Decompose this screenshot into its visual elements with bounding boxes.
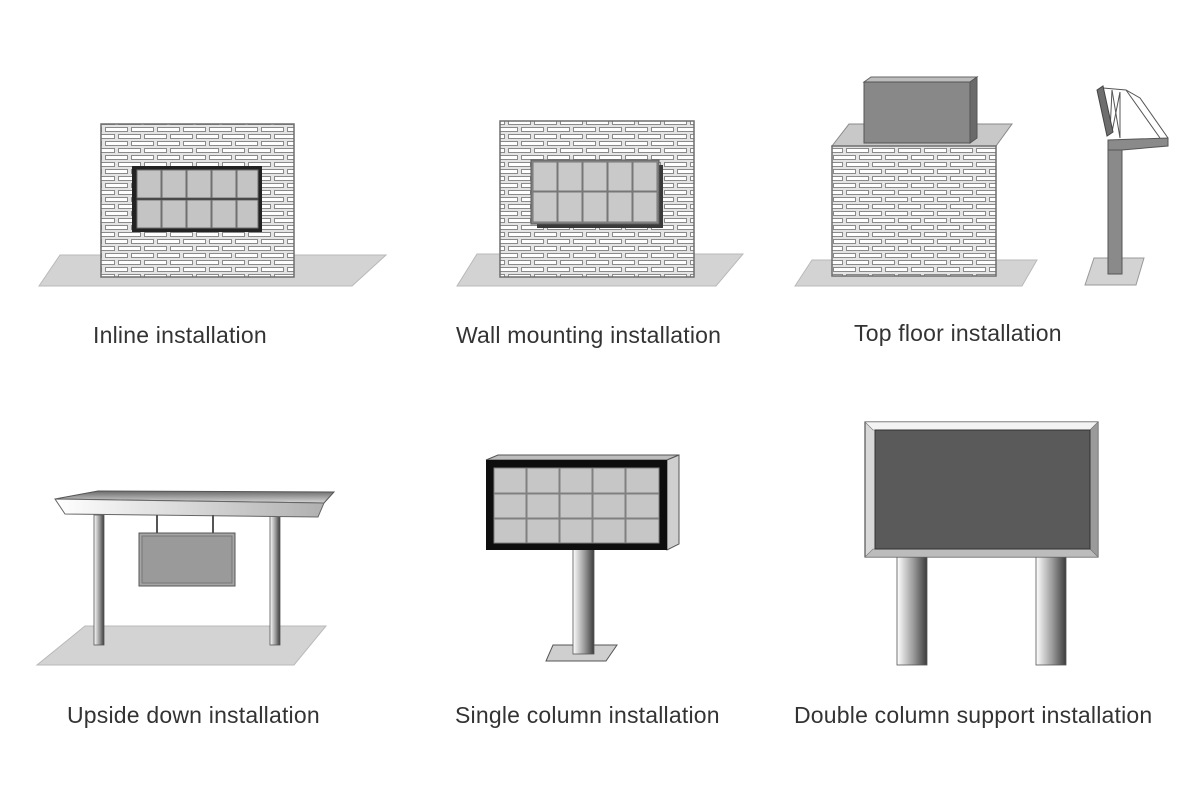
caption-upside-down-installation: Upside down installation (67, 702, 320, 728)
cabinet-top (485, 454, 680, 461)
frame-bevel-top (864, 421, 1099, 431)
side-view-screen (1096, 85, 1114, 137)
right-column (1035, 555, 1067, 666)
pole-arm (1107, 137, 1169, 151)
rooftop-screen-top (862, 76, 979, 83)
left-pillar (93, 514, 105, 646)
canopy-roof-edge (54, 498, 325, 518)
single-column-installation-figure (485, 454, 680, 662)
rooftop-screen-side (969, 76, 978, 144)
caption-top-floor-installation: Top floor installation (854, 320, 1062, 346)
frame-bevel-bottom (864, 548, 1099, 558)
inline-installation-figure (38, 123, 388, 287)
rooftop-screen (863, 81, 971, 144)
cabinet-side (666, 454, 680, 551)
side-pole (1107, 141, 1123, 275)
screen-tile-grid (136, 169, 259, 229)
left-column (896, 555, 928, 666)
caption-wall-mounting-installation: Wall mounting installation (456, 322, 722, 348)
billboard-screen (874, 429, 1091, 550)
right-pillar (269, 514, 281, 646)
ground-plane (35, 625, 328, 666)
top-floor-installation-figure (794, 76, 1169, 287)
brick-building (831, 145, 997, 277)
screen-tile-grid (493, 467, 660, 544)
caption-double-column-support-installation: Double column support installation (794, 702, 1153, 728)
wall-mounting-installation-figure (456, 120, 745, 287)
screen-tile-grid (532, 161, 658, 223)
hanging-screen-inner (141, 535, 233, 584)
frame-bevel-right (1089, 421, 1099, 558)
truss-frame (1102, 87, 1169, 139)
upside-down-installation-figure (35, 490, 336, 666)
double-column-installation-figure (864, 421, 1099, 666)
caption-inline-installation: Inline installation (93, 322, 267, 348)
caption-single-column-installation: Single column installation (455, 702, 720, 728)
single-column (572, 547, 595, 655)
